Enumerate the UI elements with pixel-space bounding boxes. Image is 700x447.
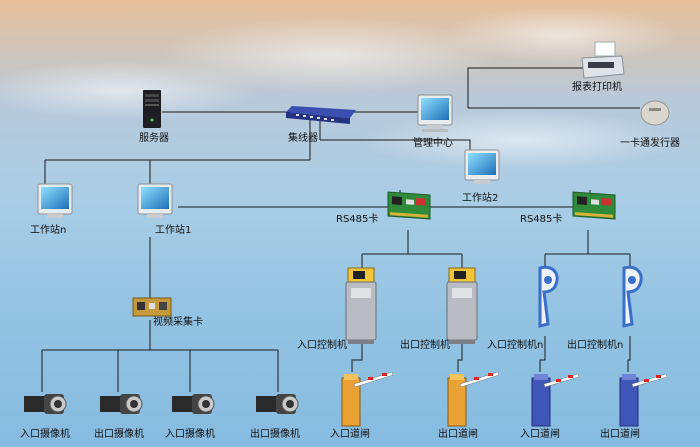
- cctv-camera-icon: [100, 394, 143, 414]
- barrier-gate-icon: [531, 373, 580, 427]
- server-tower-icon: [143, 90, 161, 128]
- cctv-camera-icon: [24, 394, 67, 414]
- circuit-board-icon: [572, 191, 616, 220]
- connection-lines: [41, 67, 640, 392]
- computer-monitor-icon: [417, 94, 453, 132]
- label-card-issuer: 一卡通发行器: [620, 138, 680, 149]
- network-hub-icon: [286, 106, 356, 124]
- barrier-gate-icon: [619, 373, 668, 427]
- label-rs485-card-b: RS485卡: [520, 214, 563, 225]
- circuit-board-icon: [387, 191, 431, 220]
- label-workstation-1: 工作站1: [155, 225, 192, 236]
- printer-icon: [581, 41, 625, 79]
- computer-monitor-icon: [37, 183, 73, 218]
- parking-kiosk-icon: [446, 267, 478, 344]
- label-hub: 集线器: [288, 133, 318, 144]
- card-reader-icon: [640, 100, 670, 126]
- label-camera-3: 入口摄像机: [165, 429, 215, 440]
- cctv-camera-icon: [256, 394, 299, 414]
- label-entry-controller-n: 入口控制机n: [487, 340, 544, 351]
- computer-monitor-icon: [137, 183, 173, 218]
- parking-kiosk-icon: [345, 267, 377, 344]
- label-workstation-n: 工作站n: [30, 225, 67, 236]
- label-video-capture-card: 视频采集卡: [153, 317, 203, 328]
- barrier-gate-icon: [341, 371, 394, 427]
- parking-p-sign-icon: [538, 265, 559, 328]
- label-management-center: 管理中心: [413, 138, 453, 149]
- label-camera-4: 出口摄像机: [250, 429, 300, 440]
- label-entry-controller: 入口控制机: [297, 340, 347, 351]
- circuit-board-icon: [132, 297, 172, 317]
- parking-p-sign-icon: [622, 265, 643, 328]
- label-rs485-card-a: RS485卡: [336, 214, 379, 225]
- label-camera-1: 入口摄像机: [20, 429, 70, 440]
- label-report-printer: 报表打印机: [572, 82, 622, 93]
- label-exit-controller: 出口控制机: [400, 340, 450, 351]
- label-exit-controller-n: 出口控制机n: [567, 340, 624, 351]
- label-gate-1: 入口道闸: [330, 429, 370, 440]
- label-server: 服务器: [139, 133, 169, 144]
- label-gate-3: 入口道闸: [520, 429, 560, 440]
- barrier-gate-icon: [447, 371, 500, 427]
- label-workstation-2: 工作站2: [462, 193, 499, 204]
- label-camera-2: 出口摄像机: [94, 429, 144, 440]
- computer-monitor-icon: [464, 149, 500, 184]
- cctv-camera-icon: [172, 394, 215, 414]
- label-gate-2: 出口道闸: [438, 429, 478, 440]
- label-gate-4: 出口道闸: [600, 429, 640, 440]
